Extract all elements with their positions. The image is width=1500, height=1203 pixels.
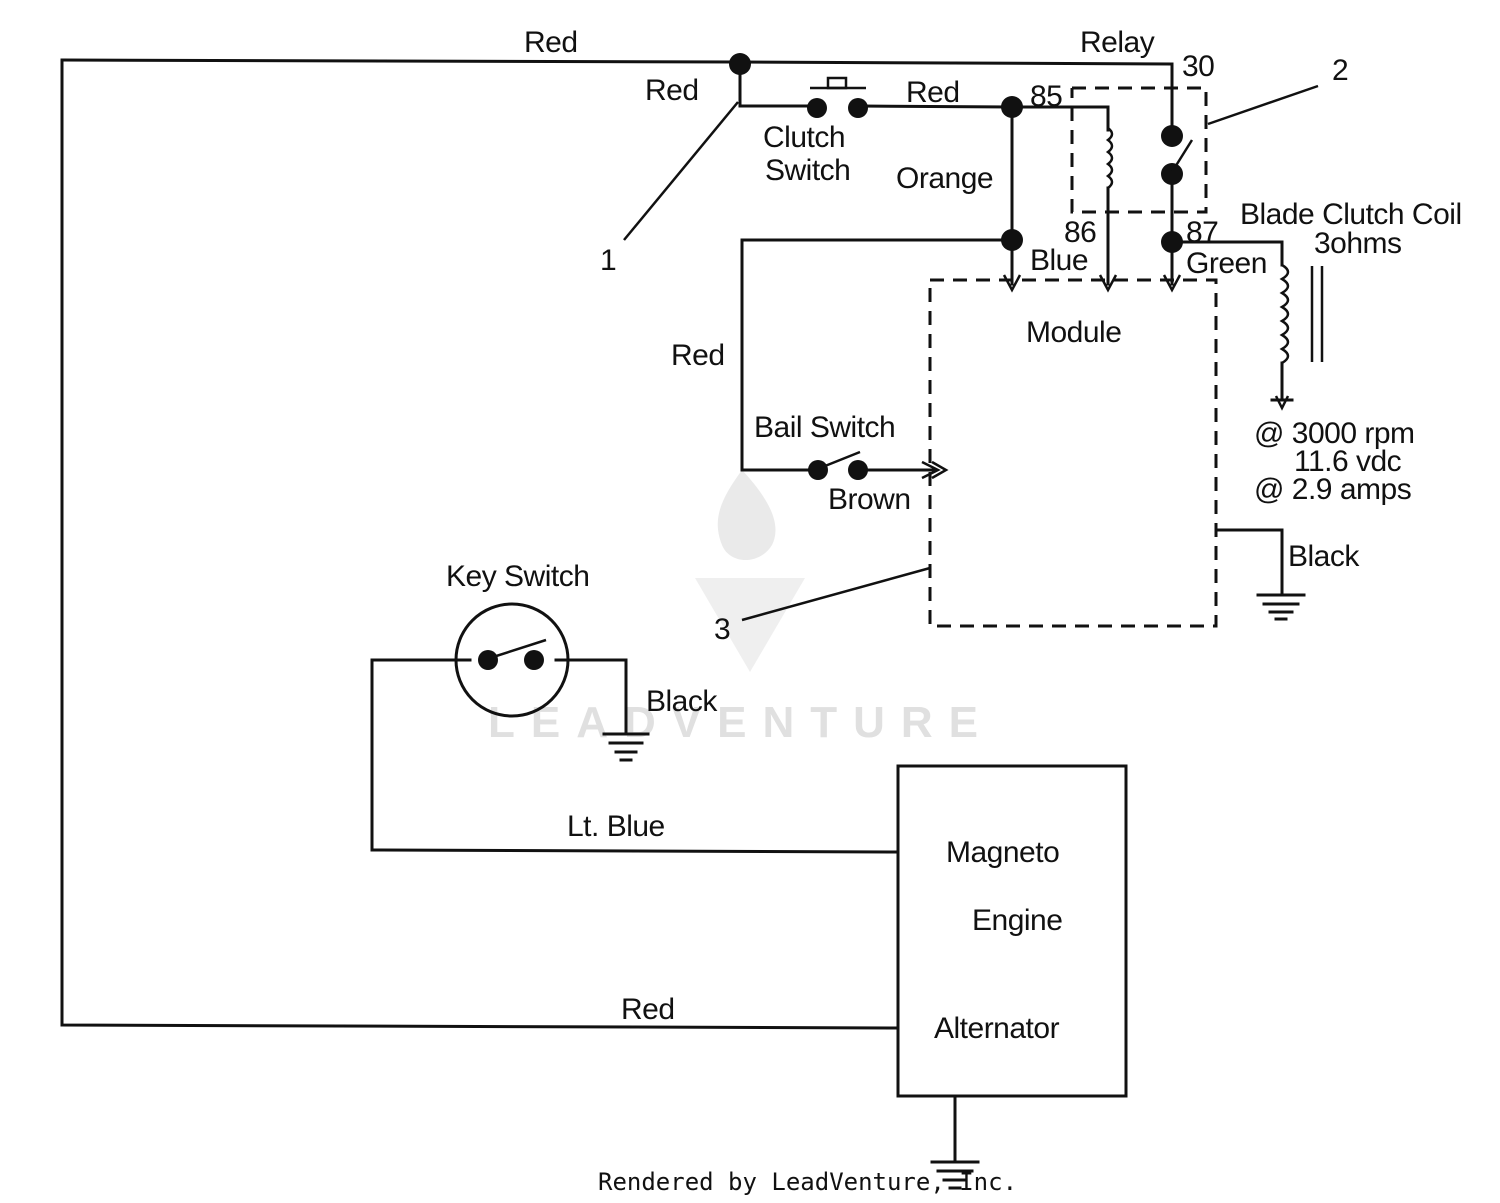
label-red-branch: Red <box>645 74 699 107</box>
label-pin-86: 86 <box>1064 216 1096 249</box>
label-coil-resistance: 3ohms <box>1314 227 1402 260</box>
label-bail-switch: Bail Switch <box>754 411 895 444</box>
callout-1: 1 <box>600 244 616 277</box>
label-magneto: Magneto <box>946 836 1059 869</box>
label-blue: Blue <box>1030 244 1088 277</box>
label-black-key: Black <box>646 685 718 718</box>
label-pin-85: 85 <box>1030 80 1062 113</box>
orange-wire <box>1001 96 1023 293</box>
label-pin-30: 30 <box>1182 50 1214 83</box>
label-red-clutch: Red <box>906 76 960 109</box>
engine-box <box>896 764 1128 1190</box>
callout-2: 2 <box>1332 54 1348 87</box>
blade-clutch-coil <box>1170 240 1324 411</box>
label-clutch-switch-line1: Clutch <box>763 121 845 154</box>
label-orange: Orange <box>896 162 993 195</box>
footer-credit: Rendered by LeadVenture, Inc. <box>598 1168 1017 1196</box>
main-red-wire <box>60 53 1174 1030</box>
watermark-flame-icon <box>717 470 776 560</box>
label-red-bottom: Red <box>621 993 675 1026</box>
watermark-v-icon <box>695 578 805 672</box>
label-engine: Engine <box>972 904 1062 937</box>
module <box>741 278 1306 628</box>
label-blade-clutch-coil: Blade Clutch Coil <box>1240 198 1462 231</box>
callout-3: 3 <box>714 613 730 646</box>
key-switch <box>370 602 900 854</box>
label-relay: Relay <box>1080 26 1155 59</box>
label-red-top: Red <box>524 26 578 59</box>
label-pin-87: 87 <box>1186 216 1218 249</box>
label-red-left: Red <box>671 339 725 372</box>
watermark: LEADVENTURE <box>488 470 994 747</box>
label-vdc: 11.6 vdc <box>1294 445 1402 478</box>
relay <box>1070 84 1319 293</box>
bail-switch <box>740 238 1014 480</box>
label-brown: Brown <box>828 483 911 516</box>
label-black-module: Black <box>1288 540 1360 573</box>
label-module: Module <box>1026 316 1121 349</box>
label-amps: @ 2.9 amps <box>1254 473 1411 506</box>
clutch-switch <box>738 62 1110 132</box>
callout1-leader <box>623 101 739 241</box>
label-lt-blue: Lt. Blue <box>567 810 665 843</box>
label-rpm: @ 3000 rpm <box>1254 417 1415 450</box>
label-green: Green <box>1186 247 1267 280</box>
label-alternator: Alternator <box>934 1012 1060 1045</box>
label-key-switch: Key Switch <box>446 560 589 593</box>
label-clutch-switch-line2: Switch <box>765 154 850 187</box>
watermark-text: LEADVENTURE <box>488 698 994 747</box>
